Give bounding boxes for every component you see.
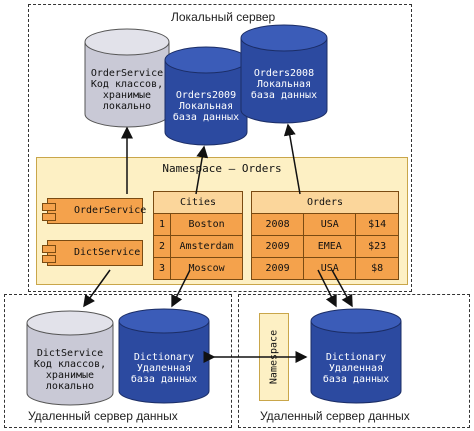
table-cell: USA [303, 213, 357, 236]
table-cell: 2 [152, 235, 172, 258]
table-cell: $23 [355, 235, 399, 258]
table-row: 2 Amsterdam [152, 235, 243, 258]
dictionary-right-db-label: Dictionary Удаленная база данных [322, 352, 390, 385]
cylinder-icon [310, 308, 402, 404]
local-server-region [28, 4, 412, 292]
table-row: 1 Boston [152, 213, 243, 236]
table-cell: $8 [355, 257, 399, 280]
table-row: 2009 USA $8 [250, 257, 399, 280]
cylinder-icon [26, 310, 114, 406]
orders2009-db-label: Orders2009 Локальная база данных [172, 90, 240, 123]
order-service-label: OrderService [74, 205, 147, 216]
table-row: 2008 USA $14 [250, 213, 399, 236]
cylinder-icon [84, 28, 170, 128]
local-server-label: Локальный сервер [168, 10, 279, 24]
dict-service-component: DictService [42, 240, 143, 266]
table-cell: Moscow [170, 257, 243, 280]
dictionary-left-db-label: Dictionary Удаленная база данных [130, 352, 198, 385]
component-plug-icon [42, 213, 56, 221]
cylinder-icon [118, 308, 210, 404]
table-row: 2009 EMEA $23 [250, 235, 399, 258]
component-plug-icon [42, 245, 56, 253]
table-cell: Boston [170, 213, 243, 236]
cities-table: Cities 1 Boston 2 Amsterdam 3 Moscow [152, 191, 243, 280]
namespace-orders-panel: Namespace — Orders OrderService DictServ… [36, 157, 408, 285]
namespace-title: Namespace — Orders [162, 162, 282, 175]
orders2009-db: Orders2009 Локальная база данных [164, 46, 248, 146]
order-service-db: OrderService Код классов, хранимые локал… [84, 28, 170, 128]
table-cell: 2008 [250, 213, 305, 236]
orders-table: Orders 2008 USA $14 2009 EMEA $23 2009 U… [250, 191, 399, 280]
table-cell: 2009 [250, 235, 305, 258]
table-cell: 3 [152, 257, 172, 280]
order-service-component: OrderService [42, 198, 147, 224]
orders2008-db-label: Orders2008 Локальная база данных [250, 68, 318, 101]
namespace-vertical-panel: Namespace [259, 313, 289, 401]
cylinder-icon [164, 46, 248, 146]
cities-header: Cities [153, 191, 243, 214]
cylinder-icon [240, 24, 328, 124]
table-cell: $14 [355, 213, 399, 236]
table-cell: 1 [152, 213, 172, 236]
remote-server-left-label: Удаленный сервер данных [28, 409, 178, 423]
order-service-db-label: OrderService Код классов, хранимые локал… [90, 68, 164, 112]
table-cell: Amsterdam [170, 235, 243, 258]
orders2008-db: Orders2008 Локальная база данных [240, 24, 328, 124]
table-cell: USA [303, 257, 357, 280]
orders-header: Orders [251, 191, 399, 214]
table-cell: EMEA [303, 235, 357, 258]
component-plug-icon [42, 255, 56, 263]
dict-service-db: DictService Код классов, хранимые локаль… [26, 310, 114, 406]
dict-service-db-label: DictService Код классов, хранимые локаль… [33, 348, 107, 392]
table-cell: 2009 [250, 257, 305, 280]
dict-service-label: DictService [74, 247, 141, 258]
dictionary-left-db: Dictionary Удаленная база данных [118, 308, 210, 404]
namespace-vertical-label: Namespace [268, 329, 280, 385]
component-plug-icon [42, 203, 56, 211]
dictionary-right-db: Dictionary Удаленная база данных [310, 308, 402, 404]
remote-server-right-label: Удаленный сервер данных [260, 409, 410, 423]
table-row: 3 Moscow [152, 257, 243, 280]
